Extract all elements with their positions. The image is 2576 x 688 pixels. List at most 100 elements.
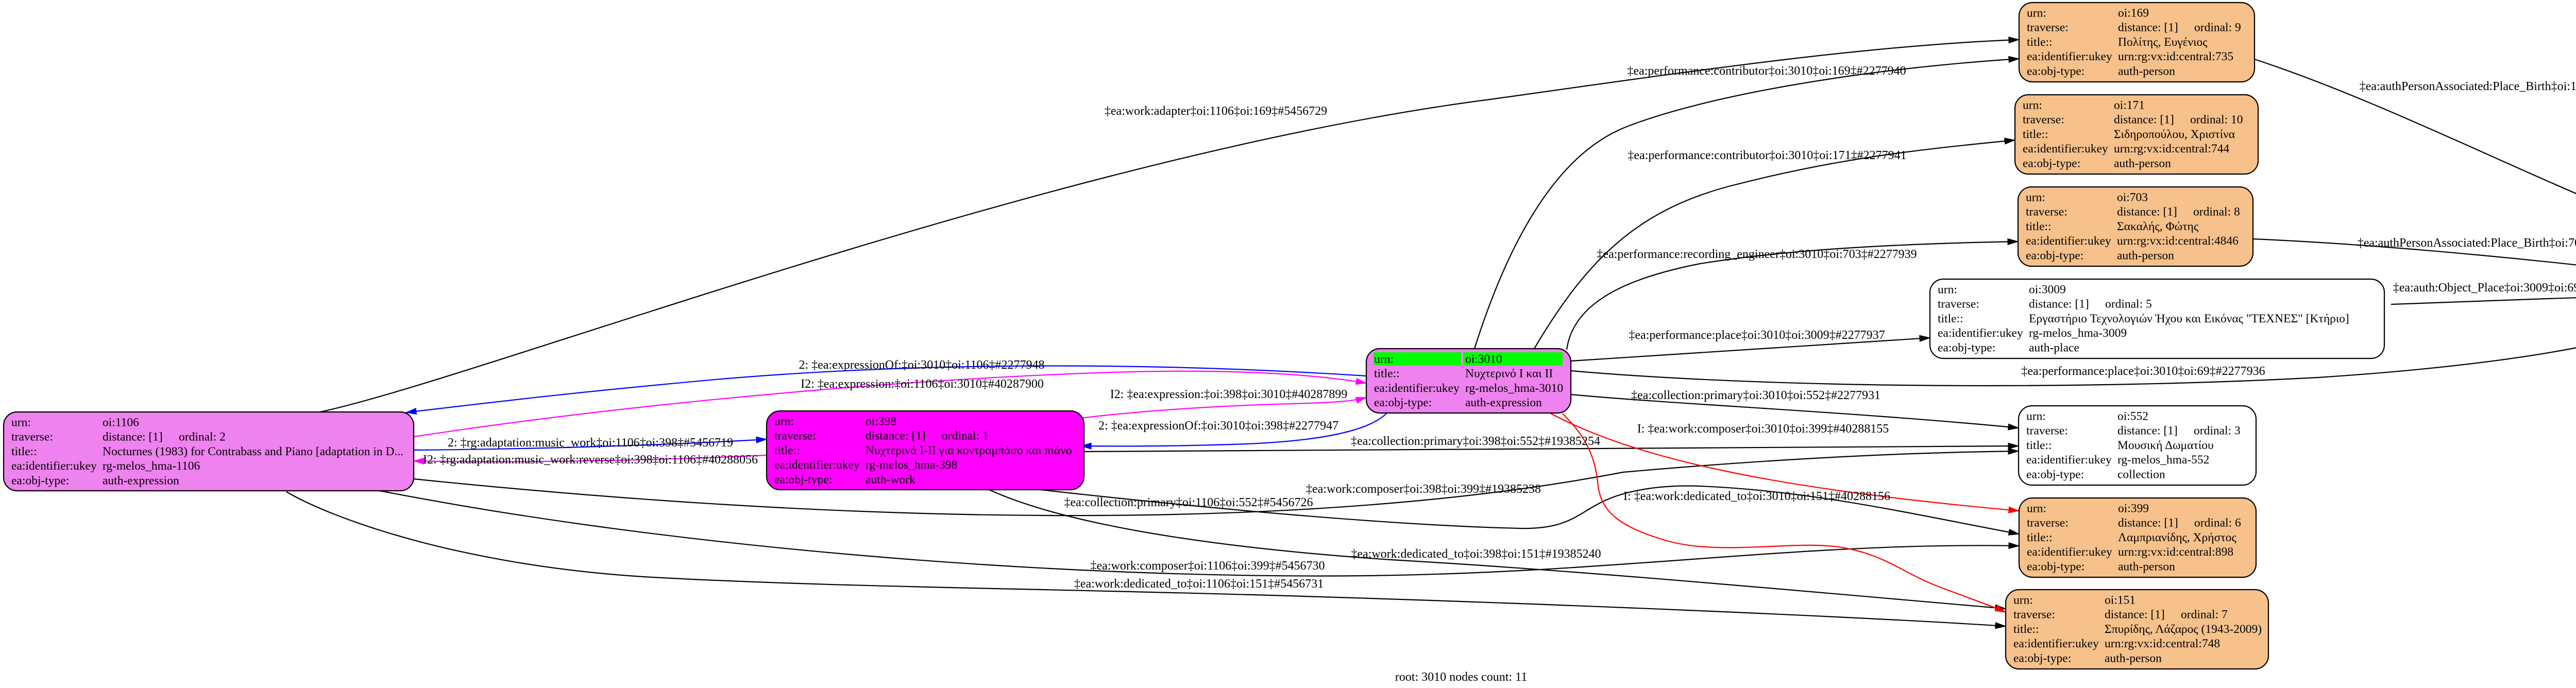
svg-text:ea:identifier:ukey: ea:identifier:ukey <box>2026 453 2112 467</box>
svg-text:ea:identifier:ukey: ea:identifier:ukey <box>774 458 860 472</box>
svg-text:title::: title:: <box>11 445 37 458</box>
svg-text:ordinal: 10: ordinal: 10 <box>2190 113 2243 127</box>
svg-text:urn:: urn: <box>2023 99 2042 112</box>
svg-text:traverse:: traverse: <box>2026 424 2068 438</box>
svg-text:urn:: urn: <box>2027 7 2046 20</box>
svg-text:auth-work: auth-work <box>866 473 916 486</box>
svg-text:title::: title:: <box>774 444 800 457</box>
svg-text:ordinal: 9: ordinal: 9 <box>2194 21 2241 35</box>
svg-text:auth-person: auth-person <box>2117 249 2174 262</box>
svg-text:distance: [1]: distance: [1] <box>2105 608 2165 622</box>
svg-text:Νυχτερινά Ι-ΙΙ για κοντραμπάσο: Νυχτερινά Ι-ΙΙ για κοντραμπάσο και πιάνο <box>866 444 1072 457</box>
svg-text:‡ea:auth:Object_Place‡oi:3009‡: ‡ea:auth:Object_Place‡oi:3009‡oi:69‡#514… <box>2393 281 2576 295</box>
svg-text:urn:rg:vx:id:central:744: urn:rg:vx:id:central:744 <box>2114 142 2229 156</box>
svg-text:title::: title:: <box>2023 128 2048 141</box>
svg-text:ea:obj-type:: ea:obj-type: <box>2027 560 2084 573</box>
svg-text:traverse:: traverse: <box>2027 21 2069 35</box>
svg-text:urn:: urn: <box>2026 410 2046 423</box>
svg-text:Nocturnes (1983) for Contrabas: Nocturnes (1983) for Contrabass and Pian… <box>103 445 403 458</box>
svg-text:auth-expression: auth-expression <box>1465 396 1542 409</box>
svg-text:I2: ‡rg:adaptation:music_work:: I2: ‡rg:adaptation:music_work:reverse‡oi… <box>423 453 758 467</box>
svg-text:auth-person: auth-person <box>2114 157 2171 170</box>
svg-text:ea:obj-type:: ea:obj-type: <box>11 474 69 487</box>
svg-text:ea:identifier:ukey: ea:identifier:ukey <box>1374 382 1460 395</box>
svg-text:collection: collection <box>2117 468 2165 481</box>
svg-text:‡ea:authPersonAssociated:Place: ‡ea:authPersonAssociated:Place_Birth‡oi:… <box>2360 80 2576 93</box>
svg-text:ea:obj-type:: ea:obj-type: <box>2026 468 2084 481</box>
svg-text:distance: [1]: distance: [1] <box>103 431 163 444</box>
svg-text:title::: title:: <box>1938 312 1963 325</box>
svg-text:traverse:: traverse: <box>11 431 53 444</box>
svg-text:auth-person: auth-person <box>2118 560 2175 573</box>
svg-text:ea:obj-type:: ea:obj-type: <box>1374 396 1432 409</box>
svg-text:ordinal: 6: ordinal: 6 <box>2194 517 2241 530</box>
svg-text:‡ea:work:dedicated_to‡oi:1106‡: ‡ea:work:dedicated_to‡oi:1106‡oi:151‡#54… <box>1074 577 1324 591</box>
svg-text:ea:identifier:ukey: ea:identifier:ukey <box>2027 50 2112 63</box>
svg-text:ea:identifier:ukey: ea:identifier:ukey <box>11 459 97 473</box>
svg-text:title::: title:: <box>1374 367 1400 381</box>
svg-text:‡ea:work:adapter‡oi:1106‡oi:16: ‡ea:work:adapter‡oi:1106‡oi:169‡#5456729 <box>1105 105 1327 118</box>
svg-text:oi:169: oi:169 <box>2118 7 2149 20</box>
svg-text:ordinal: 7: ordinal: 7 <box>2181 608 2228 622</box>
svg-text:2: ‡ea:expressionOf:‡oi:3010‡o: 2: ‡ea:expressionOf:‡oi:3010‡oi:1106‡#22… <box>799 358 1044 372</box>
svg-text:ea:obj-type:: ea:obj-type: <box>774 473 832 486</box>
svg-text:distance: [1]: distance: [1] <box>866 429 926 443</box>
svg-text:auth-place: auth-place <box>2029 341 2079 354</box>
svg-text:rg-melos_hma-3009: rg-melos_hma-3009 <box>2029 326 2127 340</box>
svg-text:urn:: urn: <box>1938 283 1957 297</box>
svg-text:oi:3010: oi:3010 <box>1465 353 1502 366</box>
svg-text:‡ea:work:composer‡oi:398‡oi:39: ‡ea:work:composer‡oi:398‡oi:399‡#1938523… <box>1306 483 1541 496</box>
svg-text:urn:: urn: <box>774 415 794 428</box>
svg-text:ea:identifier:ukey: ea:identifier:ukey <box>1938 326 2023 340</box>
svg-text:‡ea:performance:recording_engi: ‡ea:performance:recording_engineer‡oi:30… <box>1597 248 1917 261</box>
svg-text:distance: [1]: distance: [1] <box>2117 424 2178 438</box>
svg-text:oi:703: oi:703 <box>2117 191 2148 204</box>
svg-text:ordinal: 2: ordinal: 2 <box>179 431 226 444</box>
svg-text:ea:identifier:ukey: ea:identifier:ukey <box>2026 234 2111 248</box>
svg-text:ordinal: 5: ordinal: 5 <box>2105 298 2152 311</box>
svg-text:‡ea:work:composer‡oi:1106‡oi:3: ‡ea:work:composer‡oi:1106‡oi:399‡#545673… <box>1090 559 1325 573</box>
svg-text:I2: ‡ea:expression:‡oi:398‡oi:: I2: ‡ea:expression:‡oi:398‡oi:3010‡#4028… <box>1110 388 1348 401</box>
svg-text:ea:identifier:ukey: ea:identifier:ukey <box>2013 637 2099 650</box>
svg-text:title::: title:: <box>2027 36 2053 49</box>
svg-text:title::: title:: <box>2026 439 2052 452</box>
svg-text:distance: [1]: distance: [1] <box>2118 517 2178 530</box>
svg-text:‡ea:collection:primary‡oi:3010: ‡ea:collection:primary‡oi:3010‡oi:552‡#2… <box>1631 389 1880 402</box>
svg-text:‡ea:performance:contributor‡oi: ‡ea:performance:contributor‡oi:3010‡oi:1… <box>1627 64 1906 78</box>
svg-text:rg-melos_hma-3010: rg-melos_hma-3010 <box>1465 382 1563 395</box>
svg-text:‡ea:work:dedicated_to‡oi:398‡o: ‡ea:work:dedicated_to‡oi:398‡oi:151‡#193… <box>1351 547 1601 561</box>
svg-text:distance: [1]: distance: [1] <box>2117 205 2177 219</box>
svg-text:urn:: urn: <box>2026 191 2045 204</box>
svg-text:oi:399: oi:399 <box>2118 502 2149 515</box>
svg-text:urn:: urn: <box>1374 353 1394 366</box>
svg-text:oi:398: oi:398 <box>866 415 896 428</box>
svg-text:oi:3009: oi:3009 <box>2029 283 2066 297</box>
svg-text:urn:: urn: <box>11 416 31 429</box>
svg-text:‡ea:performance:place‡oi:3010‡: ‡ea:performance:place‡oi:3010‡oi:69‡#227… <box>2021 365 2265 378</box>
svg-text:Σακαλής, Φώτης: Σακαλής, Φώτης <box>2117 220 2199 233</box>
svg-text:urn:rg:vx:id:central:748: urn:rg:vx:id:central:748 <box>2105 637 2220 650</box>
svg-text:oi:552: oi:552 <box>2117 410 2148 423</box>
svg-text:distance: [1]: distance: [1] <box>2114 113 2174 127</box>
svg-text:traverse:: traverse: <box>1938 298 1979 311</box>
svg-text:oi:1106: oi:1106 <box>103 416 139 429</box>
svg-text:ordinal: 8: ordinal: 8 <box>2193 205 2240 219</box>
svg-text:2: ‡ea:expressionOf:‡oi:3010‡o: 2: ‡ea:expressionOf:‡oi:3010‡oi:398‡#227… <box>1098 419 1338 433</box>
svg-text:ea:obj-type:: ea:obj-type: <box>2023 157 2080 170</box>
svg-text:title::: title:: <box>2013 623 2039 636</box>
svg-text:rg-melos_hma-398: rg-melos_hma-398 <box>866 458 957 472</box>
svg-text:oi:151: oi:151 <box>2105 594 2136 607</box>
svg-text:I2: ‡ea:expression:‡oi:1106‡oi: I2: ‡ea:expression:‡oi:1106‡oi:3010‡#402… <box>801 377 1044 391</box>
svg-text:ea:obj-type:: ea:obj-type: <box>2013 651 2071 665</box>
svg-text:urn:: urn: <box>2027 502 2046 515</box>
svg-text:‡ea:authPersonAssociated:Place: ‡ea:authPersonAssociated:Place_Birth‡oi:… <box>2358 236 2576 250</box>
svg-text:urn:rg:vx:id:central:735: urn:rg:vx:id:central:735 <box>2118 50 2233 63</box>
svg-text:oi:171: oi:171 <box>2114 99 2145 112</box>
svg-text:2: ‡rg:adaptation:music_work‡o: 2: ‡rg:adaptation:music_work‡oi:1106‡oi:… <box>448 436 733 450</box>
svg-text:ordinal: 3: ordinal: 3 <box>2194 424 2241 438</box>
svg-text:Πολίτης, Ευγένιος: Πολίτης, Ευγένιος <box>2118 36 2208 49</box>
svg-text:rg-melos_hma-552: rg-melos_hma-552 <box>2117 453 2209 467</box>
svg-text:‡ea:performance:place‡oi:3010‡: ‡ea:performance:place‡oi:3010‡oi:3009‡#2… <box>1629 329 1885 342</box>
svg-text:Εργαστήριο Τεχνολογιών Ήχου κα: Εργαστήριο Τεχνολογιών Ήχου και Εικόνας … <box>2029 312 2349 325</box>
svg-text:ea:identifier:ukey: ea:identifier:ukey <box>2027 545 2112 559</box>
